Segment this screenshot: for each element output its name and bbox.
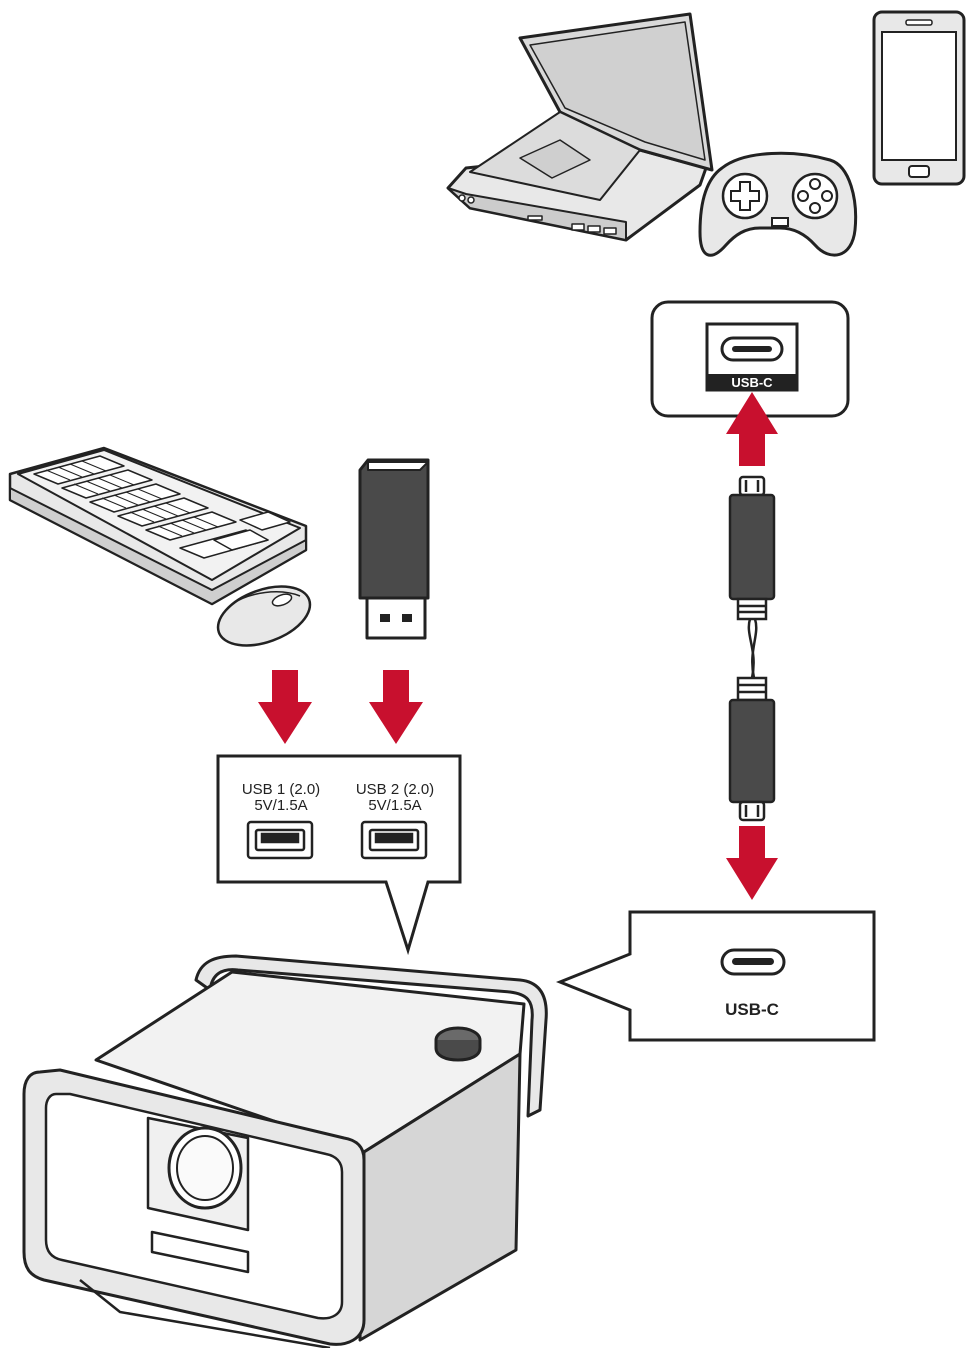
usb2-power-label: 5V/1.5A <box>368 797 421 814</box>
usb-a-ports-callout: USB 1 (2.0) 5V/1.5A USB 2 (2.0) 5V/1.5A <box>216 754 462 956</box>
usbc-label-band <box>707 374 797 390</box>
keyboard-icon <box>8 446 308 606</box>
source-usbc-port-callout: USB-C <box>650 300 850 418</box>
arrow-down-usb1-icon <box>258 670 312 744</box>
usb1-name-label: USB 1 (2.0) <box>242 781 320 798</box>
smartphone-icon <box>872 10 966 186</box>
laptop-icon <box>446 12 714 242</box>
usb-c-cable-icon <box>728 475 776 822</box>
source-usbc-label: USB-C <box>731 375 773 390</box>
usb2-name-label: USB 2 (2.0) <box>356 781 434 798</box>
usb-a-port-icon <box>360 820 428 860</box>
mouse-icon <box>216 585 312 647</box>
usb1-power-label: 5V/1.5A <box>254 797 307 814</box>
arrow-down-usb2-icon <box>369 670 423 744</box>
usb-a-port-icon <box>246 820 314 860</box>
projector-usbc-label: USB-C <box>725 1000 779 1019</box>
projector-usbc-callout: USB-C <box>555 910 876 1042</box>
arrow-up-icon <box>726 392 778 466</box>
projector-icon <box>22 954 548 1348</box>
arrow-down-icon <box>726 826 778 900</box>
gamepad-icon <box>698 151 858 257</box>
usb-flash-drive-icon <box>358 458 430 640</box>
